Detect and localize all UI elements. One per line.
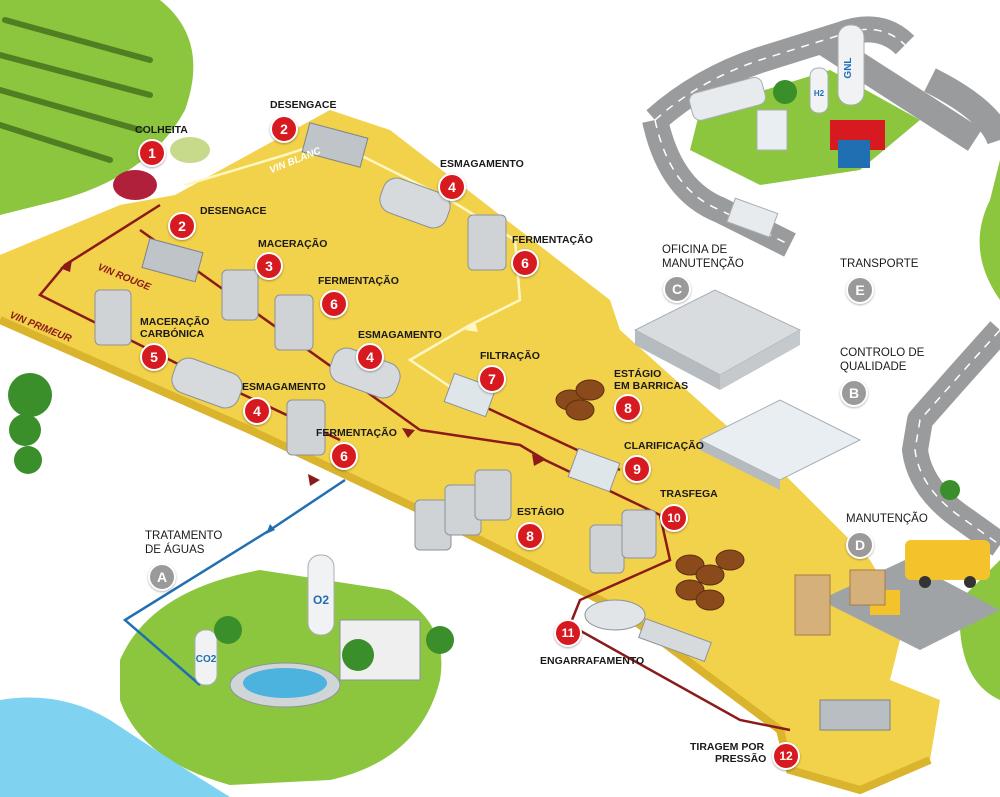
step-12-badge: 12 [772, 742, 800, 770]
vine-rows [0, 17, 153, 163]
service-a-badge: A [148, 563, 176, 591]
step-4-label-white: ESMAGAMENTO [440, 158, 524, 170]
flow-arrows [60, 260, 545, 534]
road-lane-markings [654, 28, 1000, 546]
trees [8, 80, 960, 671]
tasting-bar [819, 699, 891, 731]
step-3-badge: 3 [255, 252, 283, 280]
step-2-label-white: DESENGACE [270, 99, 337, 111]
step-5-label-line2: CARBÓNICA [140, 328, 205, 340]
step-8-badge-barrels: 8 [614, 394, 642, 422]
service-a-label-line2: DE ÁGUAS [145, 544, 205, 556]
step-6-badge-primeur: 6 [330, 442, 358, 470]
bottling-machine [584, 599, 712, 663]
step-2-badge-red: 2 [168, 212, 196, 240]
co2-tank-label: CO2 [196, 654, 217, 665]
service-c-label-line1: OFICINA DE [662, 244, 728, 256]
service-e-label: TRANSPORTE [840, 258, 919, 270]
step-8-badge-tanks: 8 [516, 522, 544, 550]
grape-clusters [113, 137, 210, 200]
step-10-label: TRASFEGA [660, 488, 718, 500]
workshop-building [633, 289, 802, 390]
service-c-label-line2: MANUTENÇÃO [662, 258, 744, 270]
step-6-badge-white: 6 [511, 249, 539, 277]
h2-tank-label: H2 [814, 89, 825, 98]
step-2-badge-white: 2 [270, 115, 298, 143]
step-4-label-primeur: ESMAGAMENTO [242, 381, 326, 393]
service-a-label-line1: TRATAMENTO [145, 530, 223, 542]
service-e-badge: E [846, 276, 874, 304]
vineyard-area [0, 0, 194, 215]
step-10-badge: 10 [660, 504, 688, 532]
step-8-label-barrels-line2: EM BARRICAS [614, 380, 689, 392]
horizontal-presses [171, 177, 451, 409]
step-9-badge: 9 [623, 455, 651, 483]
gnl-tank-label: GNL [843, 57, 854, 78]
step-4-badge-primeur: 4 [243, 397, 271, 425]
steel-tanks [94, 214, 657, 574]
step-11-label: ENGARRAFAMENTO [540, 655, 645, 667]
service-d-label: MANUTENÇÃO [846, 513, 928, 525]
o2-tank-label: O2 [313, 593, 329, 607]
step-8-label-tanks: ESTÁGIO [517, 506, 565, 518]
step-6-label-primeur: FERMENTAÇÃO [316, 427, 397, 439]
gas-station [688, 76, 885, 238]
step-9-label: CLARIFICAÇÃO [624, 440, 704, 452]
step-4-badge-rouge: 4 [356, 343, 384, 371]
step-6-badge-rouge: 6 [320, 290, 348, 318]
quality-lab-building [698, 399, 862, 490]
step-4-badge-white: 4 [438, 173, 466, 201]
step-12-label-line1: TIRAGEM POR [690, 741, 765, 753]
step-5-badge: 5 [140, 343, 168, 371]
step-5-label-line1: MACERAÇÃO [140, 316, 210, 328]
step-1-label: COLHEITA [135, 124, 188, 136]
step-6-label-rouge: FERMENTAÇÃO [318, 275, 399, 287]
white-wine-flow [184, 138, 522, 402]
step-3-label: MACERAÇÃO [258, 238, 328, 250]
right-grass [979, 160, 1000, 300]
barrels [555, 379, 745, 611]
step-2-label-red: DESENGACE [200, 205, 267, 217]
river [0, 697, 230, 797]
service-b-label-line1: CONTROLO DE [840, 347, 925, 359]
step-6-label-white: FERMENTAÇÃO [512, 234, 593, 246]
step-7-label: FILTRAÇÃO [480, 350, 540, 362]
service-d-badge: D [846, 531, 874, 559]
tall-gas-tanks [809, 24, 865, 114]
step-4-label-rouge: ESMAGAMENTO [358, 329, 442, 341]
service-c-badge: C [663, 275, 691, 303]
delivery-van [905, 540, 990, 588]
service-b-badge: B [840, 379, 868, 407]
storage-shelves [794, 569, 886, 636]
service-b-label-line2: QUALIDADE [840, 361, 907, 373]
step-1-badge: 1 [138, 139, 166, 167]
step-7-badge: 7 [478, 365, 506, 393]
step-12-label-line2: PRESSÃO [715, 753, 767, 765]
step-8-label-barrels-line1: ESTÁGIO [614, 368, 662, 380]
blue-water-flow [122, 478, 346, 686]
step-11-badge: 11 [554, 619, 582, 647]
destemmers [141, 122, 369, 283]
